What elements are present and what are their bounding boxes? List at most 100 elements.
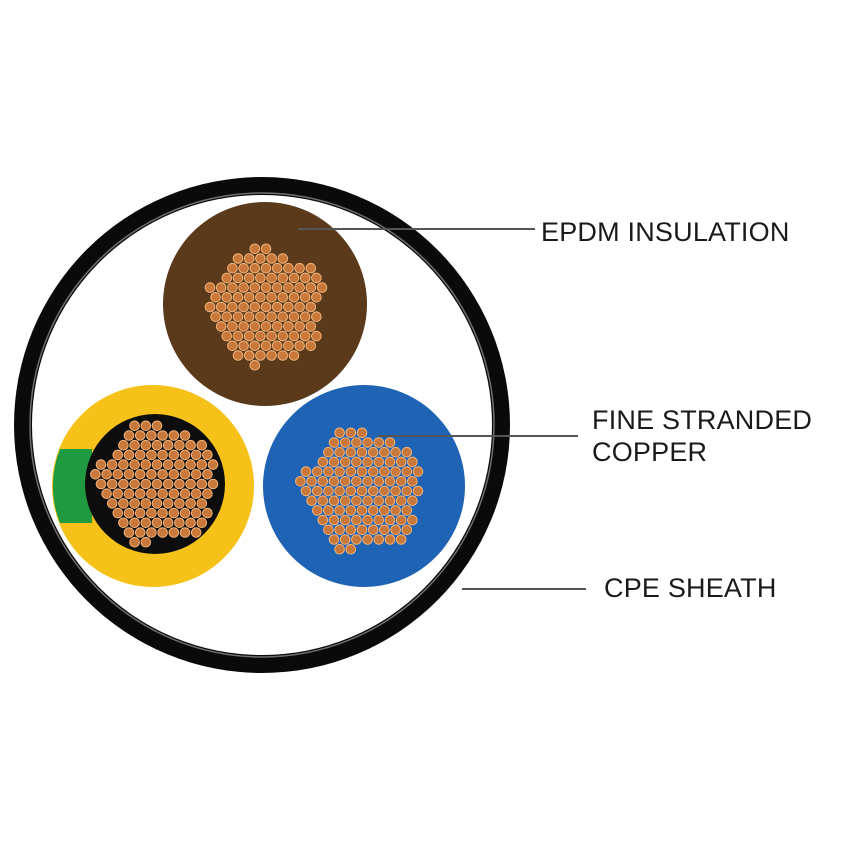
copper-strand [345,466,357,477]
copper-strand [118,478,129,490]
copper-strand [215,282,227,293]
copper-strand [283,282,294,293]
copper-strand [401,505,413,516]
copper-strand [379,485,390,497]
copper-strand [283,301,294,313]
copper-strand [255,253,266,264]
copper-strand [243,253,255,264]
copper-strand [118,517,129,529]
copper-strand [179,507,191,519]
copper-strand [140,536,152,548]
copper-strand [317,456,329,468]
copper-strand [243,292,255,303]
copper-strand [345,543,357,555]
copper-strand [249,359,261,371]
copper-strand [90,469,101,480]
sheath-edge-highlight [29,192,495,658]
copper-strand [179,430,191,441]
copper-strand [204,301,216,313]
copper-strand [271,301,283,313]
copper-strand [277,272,289,284]
copper-strand [106,459,118,470]
copper-strands-icon [204,243,328,371]
copper-strand [118,498,129,509]
copper-strand [317,476,329,487]
copper-strand [412,466,424,477]
copper-strand [255,311,266,323]
copper-strand [232,330,244,342]
copper-strand [339,437,351,448]
copper-strand [260,340,272,352]
copper-strand [185,478,196,490]
copper-strand [334,446,345,458]
copper-strand [288,330,300,342]
copper-strand [162,439,174,451]
copper-strand [151,517,163,529]
copper-strand [407,514,418,526]
copper-strand [362,514,373,526]
copper-strand [215,321,227,332]
copper-strand [277,292,289,303]
copper-strand [323,446,334,458]
copper-strand [196,498,208,509]
copper-strand [174,517,185,529]
copper-strand [151,478,163,490]
copper-strand [140,478,152,490]
copper-strand [384,476,396,487]
copper-strand [129,420,140,432]
copper-strand [373,476,385,487]
copper-strand [277,253,289,264]
copper-strand [243,350,255,361]
copper-strand [334,505,345,516]
copper-strand [134,507,146,519]
copper-strand [283,262,294,274]
copper-strand [305,340,317,352]
copper-strand [323,485,334,497]
copper-strand [202,507,213,519]
copper-strand [129,439,140,451]
copper-strand [179,488,191,500]
copper-strand [210,292,221,303]
copper-strand [249,243,261,255]
copper-strand [328,534,340,545]
copper-strand [207,478,219,490]
copper-strand [266,253,277,264]
copper-strand [345,446,357,458]
copper-strand [395,456,407,468]
copper-strand [249,321,261,332]
copper-strand [351,476,362,487]
copper-strand [311,330,322,342]
copper-strand [146,507,157,519]
copper-strand [232,292,244,303]
copper-strand [323,524,334,536]
copper-strand [351,456,362,468]
copper-strand [299,311,311,323]
copper-strand [384,495,396,507]
copper-strand [390,446,401,458]
copper-strand [373,534,385,545]
earth-green-stripe [52,449,92,523]
copper-strand [207,459,219,470]
copper-strand [339,476,351,487]
copper-strand [356,524,368,536]
copper-strand [243,272,255,284]
copper-strand [106,478,118,490]
copper-strand [146,527,157,538]
copper-strand [317,495,329,507]
copper-strand [300,485,312,497]
copper-strand [379,446,390,458]
copper-strand [266,272,277,284]
copper-strand [146,430,157,441]
copper-strand [295,476,306,487]
copper-strand [351,437,362,448]
copper-strand [221,330,233,342]
copper-strand [118,439,129,451]
copper-strand [123,449,135,461]
copper-strand [157,469,168,480]
label-cpe-sheath-text: CPE SHEATH [604,573,777,603]
copper-strand [362,476,373,487]
copper-strand [157,488,168,500]
label-copper-line2: COPPER [592,437,708,467]
copper-strand [260,282,272,293]
